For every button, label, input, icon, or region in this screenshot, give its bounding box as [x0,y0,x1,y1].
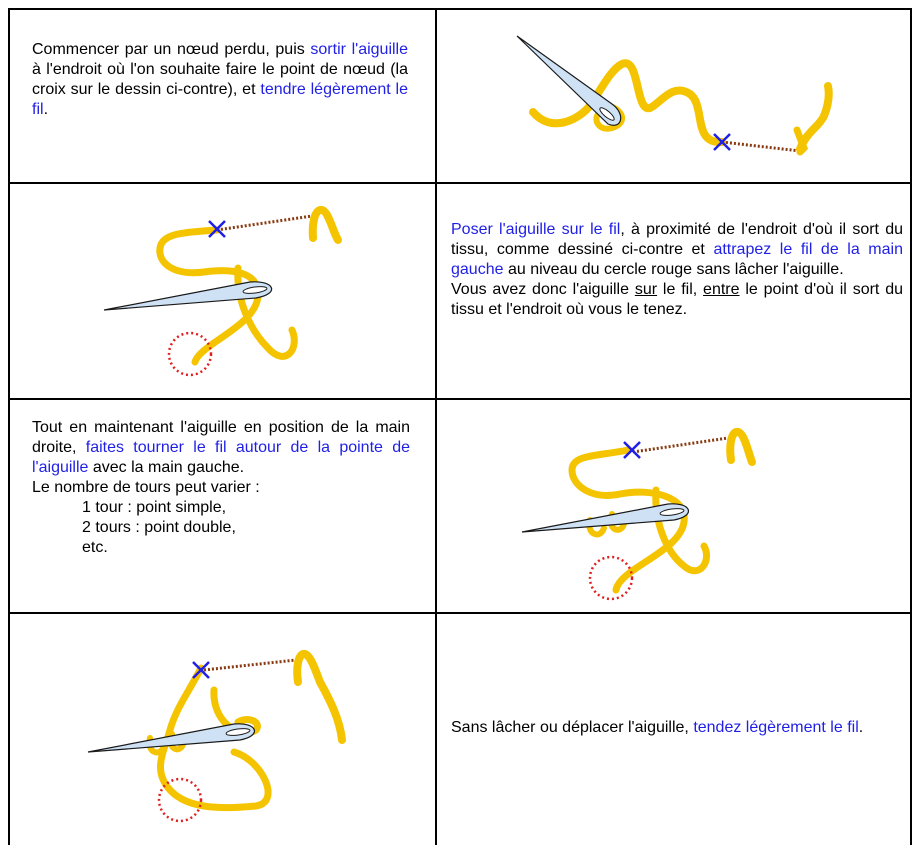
table-row-divider [8,182,912,184]
dotted-thread [632,436,729,454]
cross-marker [192,661,210,679]
highlighted-instruction: sortir l'aiguille [310,41,409,58]
step-3-turns-intro: Le nombre de tours peut varier : [32,479,260,496]
grip-circle [588,555,634,601]
text-run: . [43,101,49,118]
cross-marker [208,220,226,238]
dotted-thread [203,658,297,672]
text-run: au niveau du cercle rouge sans lâcher l'… [503,261,844,278]
underlined-word: entre [703,281,740,298]
needle-eye [242,286,268,294]
needle-shape [103,281,273,311]
table-row-divider [8,612,912,614]
grip-circle [167,331,213,377]
fabric-knot [793,126,809,156]
thread-line [529,59,726,146]
cross-marker [623,441,641,459]
dotted-thread [721,140,801,153]
text-run: le point d'où il sort du tissu et l'endr… [451,281,904,318]
step-2-text: Poser l'aiguille sur le fil, à proximité… [451,220,903,320]
cross-marker [713,133,731,151]
step-1-text: Commencer par un nœud perdu, puis sortir… [32,40,408,120]
thread-end [308,206,342,244]
table-column-divider [435,8,437,845]
text-run: le fil, [657,281,704,298]
text-run: Commencer par un nœud perdu, puis [32,41,311,58]
thread-line [568,446,688,594]
step-3-turns-simple: 1 tour : point simple, [82,499,227,516]
thread-line [156,226,262,366]
needle-shape [516,35,622,126]
dotted-thread [216,214,313,232]
highlighted-instruction: attrapez le fil de la main gauche [451,241,903,278]
step-4-text: Sans lâcher ou déplacer l'aiguille, tend… [451,718,903,738]
table-border-right [910,8,912,845]
highlighted-instruction: faites tourner le fil autour de la point… [32,439,411,476]
table-border-top [8,8,912,10]
text-run: à l'endroit où l'on souhaite faire le po… [32,61,408,98]
table-row-divider [8,398,912,400]
needle-eye [599,107,615,121]
text-run: avec la main gauche. [88,459,245,476]
step-3-paragraph: Tout en maintenant l'aiguille en positio… [32,418,410,478]
step-3-turns-double: 2 tours : point double, [82,519,236,536]
needle-eye [225,728,251,736]
text-run: . [858,719,864,736]
highlighted-instruction: tendre légèrement le fil [32,81,408,118]
text-run: , à proximité de l'endroit d'où il sort … [451,221,904,258]
thread-end [293,650,346,744]
needle-shape [87,723,255,753]
grip-circle [157,777,203,823]
thread-end [726,428,756,466]
thread-loop [210,686,261,737]
text-run: Sans lâcher ou déplacer l'aiguille, [451,719,694,736]
step-3-text: Tout en maintenant l'aiguille en positio… [32,418,410,558]
text-run: Vous avez donc l'aiguille [451,281,635,298]
highlighted-instruction: Poser l'aiguille sur le fil [451,221,621,238]
highlighted-instruction: tendez légèrement le fil [693,719,859,736]
underlined-word: sur [634,281,658,298]
thread-line [157,664,272,812]
step-3-turns-etc: etc. [82,539,108,556]
needle-eye [659,508,685,516]
text-run: Tout en maintenant l'aiguille en positio… [32,419,410,456]
thread-end [796,82,833,153]
table-border-left [8,8,10,845]
needle-shape [521,503,689,533]
